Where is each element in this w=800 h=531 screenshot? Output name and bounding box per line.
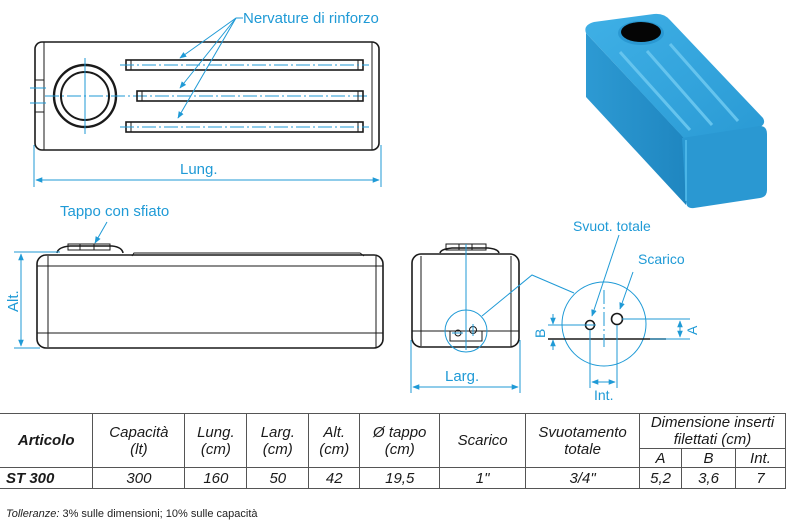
width-label: Larg. xyxy=(445,368,479,385)
drain-detail-view: Svuot. totale Scarico B A Int. xyxy=(532,218,700,403)
tolerance-note: Tolleranze: 3% sulle dimensioni; 10% sul… xyxy=(6,508,258,520)
cell-tappo: 19,5 xyxy=(359,467,441,489)
header-alt: Alt.(cm) xyxy=(308,413,361,468)
cell-int: 7 xyxy=(734,467,787,489)
header-a: A xyxy=(639,448,683,468)
tolerance-note-label: Tolleranze: xyxy=(6,508,60,520)
header-capacita: Capacità(lt) xyxy=(92,413,186,468)
table-row: ST 300 300 160 50 42 19,5 1" 3/4" 5,2 3,… xyxy=(0,467,787,489)
spec-table: Articolo Capacità(lt) Lung.(cm) Larg.(cm… xyxy=(0,413,787,489)
header-lung: Lung.(cm) xyxy=(184,413,248,468)
tank-3d-render xyxy=(585,13,767,209)
cell-b: 3,6 xyxy=(681,467,736,489)
drain-label: Scarico xyxy=(638,251,685,267)
cell-capacita: 300 xyxy=(92,467,186,489)
ribs-label: Nervature di rinforzo xyxy=(243,10,379,27)
top-view: Nervature di rinforzo Lung. xyxy=(30,10,382,187)
cell-articolo: ST 300 xyxy=(0,467,94,489)
cell-lung: 160 xyxy=(184,467,248,489)
header-larg: Larg.(cm) xyxy=(246,413,310,468)
side-view: Tappo con sfiato Alt. xyxy=(5,203,384,349)
cell-larg: 50 xyxy=(246,467,310,489)
header-tappo: Ø tappo(cm) xyxy=(359,413,441,468)
dim-a-label: A xyxy=(684,325,700,335)
tolerance-note-text: 3% sulle dimensioni; 10% sulle capacità xyxy=(59,508,258,520)
cell-svuotamento: 3/4" xyxy=(525,467,641,489)
header-scarico: Scarico xyxy=(439,413,527,468)
dim-b-label: B xyxy=(532,329,548,338)
header-articolo: Articolo xyxy=(0,413,94,468)
cap-vent-label: Tappo con sfiato xyxy=(60,203,169,220)
end-view: Larg. xyxy=(410,243,575,393)
reinforcement-ribs xyxy=(120,59,369,133)
header-int: Int. xyxy=(734,448,787,468)
drain-hole xyxy=(610,312,624,326)
cell-scarico: 1" xyxy=(439,467,527,489)
cell-a: 5,2 xyxy=(639,467,683,489)
header-b: B xyxy=(681,448,736,468)
height-label: Alt. xyxy=(5,290,22,312)
dim-int-label: Int. xyxy=(594,387,613,403)
full-drain-label: Svuot. totale xyxy=(573,218,651,234)
cell-alt: 42 xyxy=(308,467,361,489)
length-label: Lung. xyxy=(180,161,218,178)
